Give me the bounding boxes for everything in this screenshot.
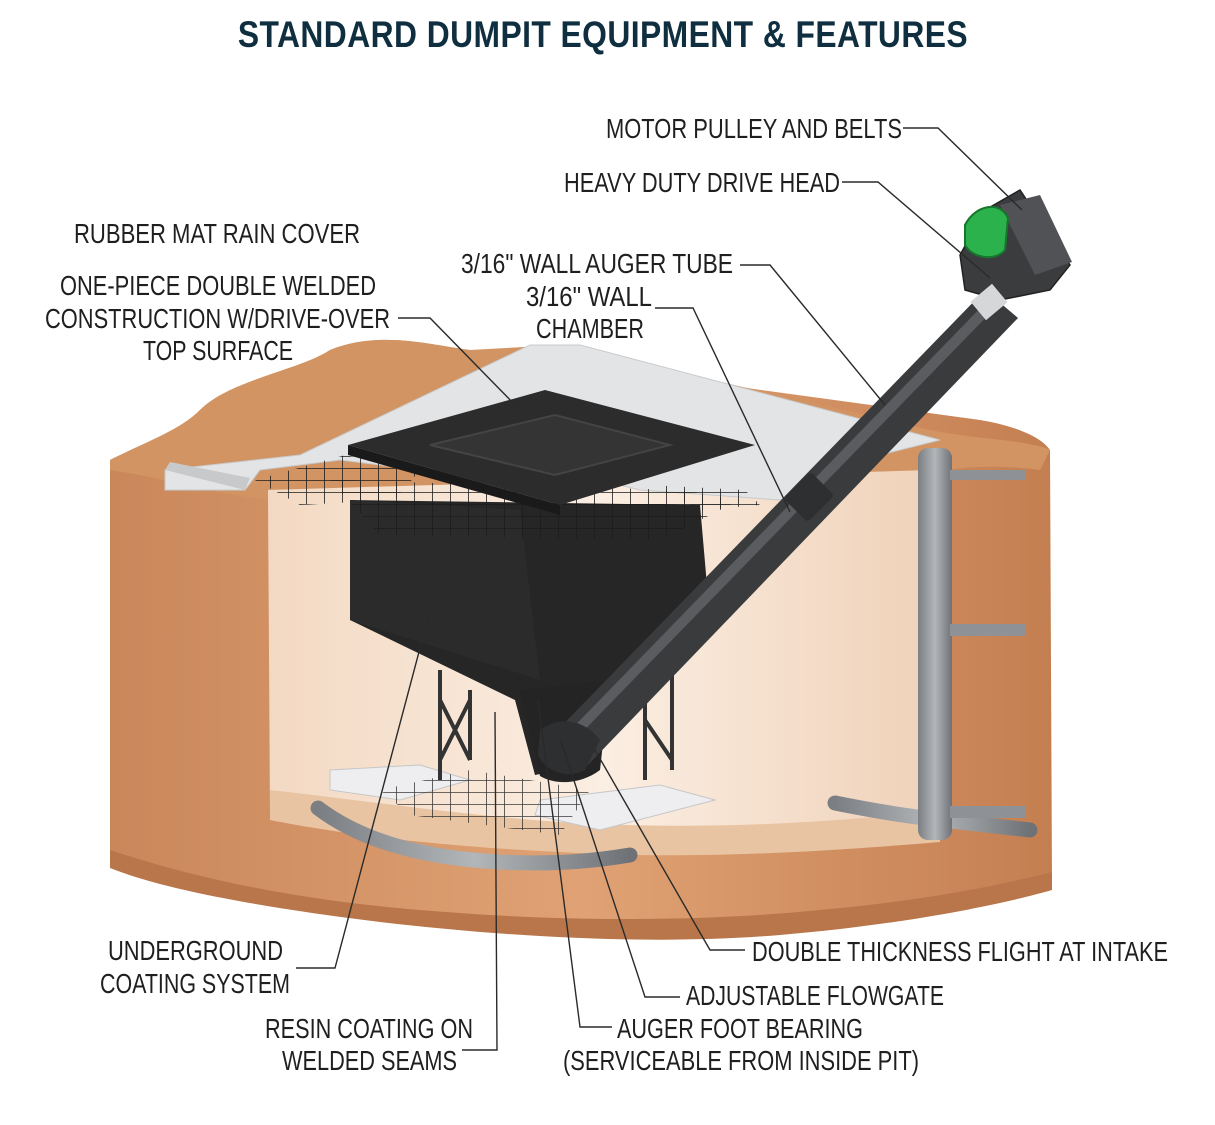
- leader-underground: [296, 602, 433, 969]
- leader-flight: [594, 749, 745, 951]
- callout-labels: MOTOR PULLEY AND BELTS HEAVY DUTY DRIVE …: [45, 113, 1168, 1076]
- leader-resin: [462, 711, 498, 1051]
- leader-drive-head: [842, 181, 991, 279]
- rain-cover-mat: [348, 390, 755, 515]
- auger-boot: [538, 721, 600, 775]
- label-rain-cover: RUBBER MAT RAIN COVER: [74, 218, 360, 249]
- floor-pads: [329, 764, 717, 835]
- label-chamber-1: 3/16" WALL: [526, 281, 652, 312]
- ladder-rail: [918, 448, 952, 840]
- label-one-piece-1: ONE-PIECE DOUBLE WELDED: [60, 270, 376, 301]
- drain-pipe-left: [310, 800, 638, 871]
- auger-collar: [785, 473, 833, 521]
- leader-lines: [296, 127, 1023, 1051]
- label-underground-2: COATING SYSTEM: [100, 968, 290, 999]
- drive-head: [959, 189, 1072, 321]
- label-foot-bearing-1: AUGER FOOT BEARING: [617, 1013, 863, 1044]
- ladder-rung-top: [950, 470, 1025, 480]
- label-foot-bearing-2: (SERVICEABLE FROM INSIDE PIT): [563, 1045, 919, 1076]
- label-flight: DOUBLE THICKNESS FLIGHT AT INTAKE: [752, 936, 1168, 967]
- leader-flowgate: [559, 737, 680, 998]
- auger-assembly: [538, 290, 1018, 775]
- auger-tube-highlight: [556, 298, 998, 752]
- soil-bottom-edge: [110, 850, 1052, 940]
- slab-edge: [165, 462, 250, 490]
- motor-pulley: [964, 205, 1010, 259]
- mat-inner: [429, 413, 674, 477]
- hopper-shade: [350, 500, 540, 680]
- leader-chamber: [655, 307, 791, 513]
- leader-motor-pulley: [903, 127, 1023, 211]
- leader-one-piece: [398, 317, 519, 409]
- diagram-title: STANDARD DUMPIT EQUIPMENT & FEATURES: [237, 14, 969, 55]
- leader-auger-tube: [740, 264, 886, 406]
- leader-foot-bearing: [537, 699, 612, 1028]
- label-resin-2: WELDED SEAMS: [282, 1045, 457, 1076]
- pit-floor: [270, 790, 940, 856]
- mesh-right: [650, 485, 760, 510]
- leg-left: [438, 670, 472, 780]
- label-auger-tube: 3/16" WALL AUGER TUBE: [461, 248, 733, 279]
- label-drive-head: HEAVY DUTY DRIVE HEAD: [564, 167, 840, 198]
- drive-decal: [970, 283, 1008, 321]
- mesh-main: [330, 480, 740, 540]
- label-motor-pulley: MOTOR PULLEY AND BELTS: [606, 113, 902, 144]
- auger-tube: [548, 290, 1018, 768]
- mat-edge: [348, 445, 560, 515]
- label-flowgate: ADJUSTABLE FLOWGATE: [686, 980, 944, 1011]
- top-mesh: [255, 455, 760, 540]
- ladder-rung-middle: [950, 624, 1025, 636]
- label-resin-1: RESIN COATING ON: [265, 1013, 473, 1044]
- label-chamber-2: CHAMBER: [536, 313, 644, 344]
- label-one-piece-2: CONSTRUCTION W/DRIVE-OVER: [45, 303, 390, 334]
- ladder-rung-bottom: [950, 806, 1025, 818]
- ladder: [918, 448, 1025, 840]
- floor-mesh: [380, 770, 590, 835]
- label-underground-1: UNDERGROUND: [108, 935, 283, 966]
- drive-head-plate: [1000, 195, 1072, 275]
- label-one-piece-3: TOP SURFACE: [143, 335, 293, 366]
